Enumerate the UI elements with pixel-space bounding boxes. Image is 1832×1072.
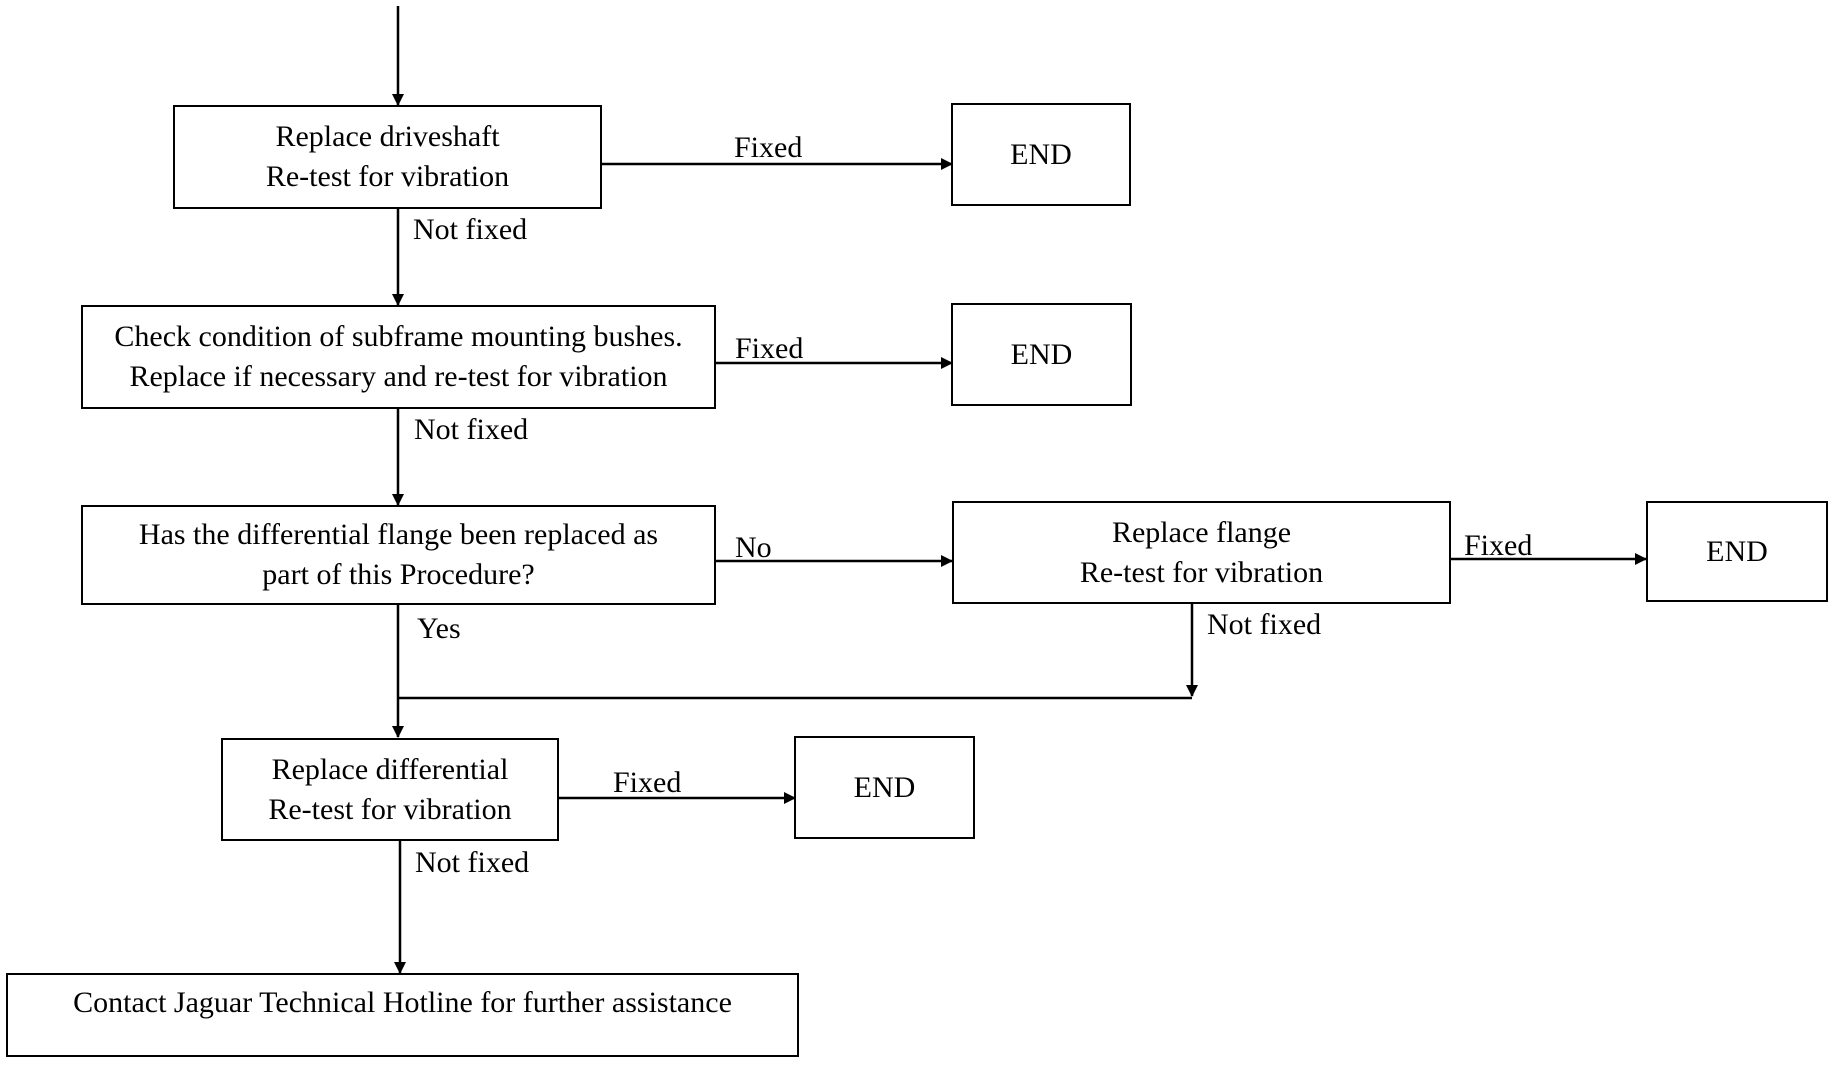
flange-not-fixed-label: Not fixed (1207, 608, 1322, 641)
replace-differential-line-1: Replace differential (271, 752, 509, 786)
differential-fixed-label: Fixed (613, 766, 682, 799)
replace-flange-line-1: Replace flange (1111, 515, 1292, 549)
end-box-1-label: END (1010, 137, 1072, 171)
end-box-4: END (794, 736, 975, 839)
end-box-2: END (951, 303, 1132, 406)
driveshaft-fixed-label: Fixed (734, 131, 803, 164)
check-subframe-line-1: Check condition of subframe mounting bus… (114, 320, 683, 353)
subframe-not-fixed-label: Not fixed (414, 413, 529, 446)
end-box-1: END (951, 103, 1131, 206)
replace-differential-box: Replace differential Re-test for vibrati… (221, 738, 559, 841)
question-yes-label: Yes (417, 612, 461, 645)
driveshaft-not-fixed-label: Not fixed (413, 213, 528, 246)
flange-question-line-1: Has the differential flange been replace… (138, 518, 659, 551)
end-box-3-label: END (1706, 534, 1768, 568)
replace-driveshaft-line-1: Replace driveshaft (275, 120, 500, 153)
question-no-label: No (735, 531, 772, 564)
check-subframe-box: Check condition of subframe mounting bus… (81, 305, 716, 409)
replace-flange-line-2: Re-test for vibration (1079, 555, 1324, 589)
differential-not-fixed-label: Not fixed (415, 846, 530, 879)
end-box-4-label: END (853, 770, 916, 804)
replace-driveshaft-line-2: Re-test for vibration (265, 160, 510, 193)
contact-hotline-text: Contact Jaguar Technical Hotline for fur… (73, 986, 732, 1019)
subframe-fixed-label: Fixed (735, 332, 804, 365)
replace-flange-box: Replace flange Re-test for vibration (952, 501, 1451, 604)
flange-fixed-label: Fixed (1464, 529, 1533, 562)
flange-question-box: Has the differential flange been replace… (81, 505, 716, 605)
replace-differential-line-2: Re-test for vibration (268, 792, 512, 826)
end-box-2-label: END (1010, 337, 1073, 371)
replace-driveshaft-box: Replace driveshaft Re-test for vibration (173, 105, 602, 209)
end-box-3: END (1646, 501, 1828, 602)
contact-hotline-box: Contact Jaguar Technical Hotline for fur… (6, 973, 799, 1057)
check-subframe-line-2: Replace if necessary and re-test for vib… (129, 360, 668, 393)
flange-question-line-2: part of this Procedure? (262, 558, 535, 591)
